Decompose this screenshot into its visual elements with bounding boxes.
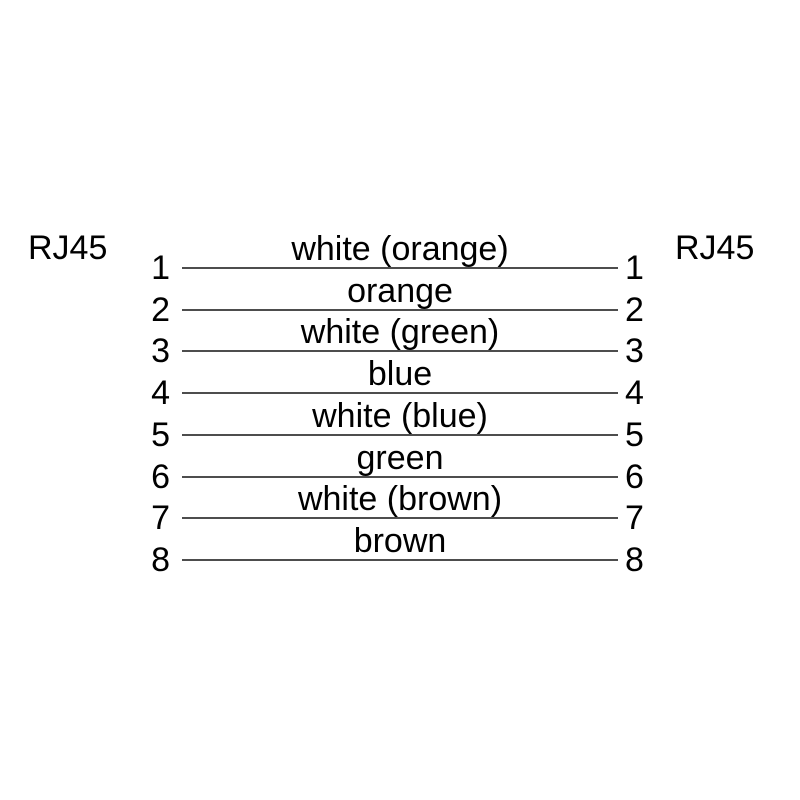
right-pin-number: 4 [625,374,644,412]
left-pin-number: 4 [151,374,170,412]
wire-line [182,434,618,436]
wire-color-label: blue [367,355,433,393]
right-pin-number: 6 [625,458,644,496]
wire-line [182,476,618,478]
left-connector-label: RJ45 [28,229,108,267]
left-pin-number: 5 [151,416,170,454]
right-pin-number: 3 [625,332,644,370]
wire-color-label: white (brown) [297,480,503,518]
right-pin-number: 7 [625,499,644,537]
wire-color-label: brown [353,522,447,560]
right-connector-label: RJ45 [675,229,755,267]
left-pin-number: 7 [151,499,170,537]
right-pin-number: 1 [625,249,644,287]
wire-color-label: orange [347,272,453,310]
wire-line [182,350,618,352]
left-pin-number: 8 [151,541,170,579]
wire-line [182,392,618,394]
wire-color-label: white (blue) [312,397,488,435]
left-pin-number: 6 [151,458,170,496]
wire-color-label: white (orange) [291,230,509,268]
wire-line [182,267,618,269]
left-pin-number: 2 [151,291,170,329]
wire-color-label: white (green) [300,313,500,351]
wire-line [182,559,618,561]
right-pin-number: 5 [625,416,644,454]
left-pin-number: 1 [151,249,170,287]
wire-line [182,309,618,311]
wire-color-label: green [356,439,444,477]
right-pin-number: 2 [625,291,644,329]
right-pin-number: 8 [625,541,644,579]
wire-line [182,517,618,519]
left-pin-number: 3 [151,332,170,370]
